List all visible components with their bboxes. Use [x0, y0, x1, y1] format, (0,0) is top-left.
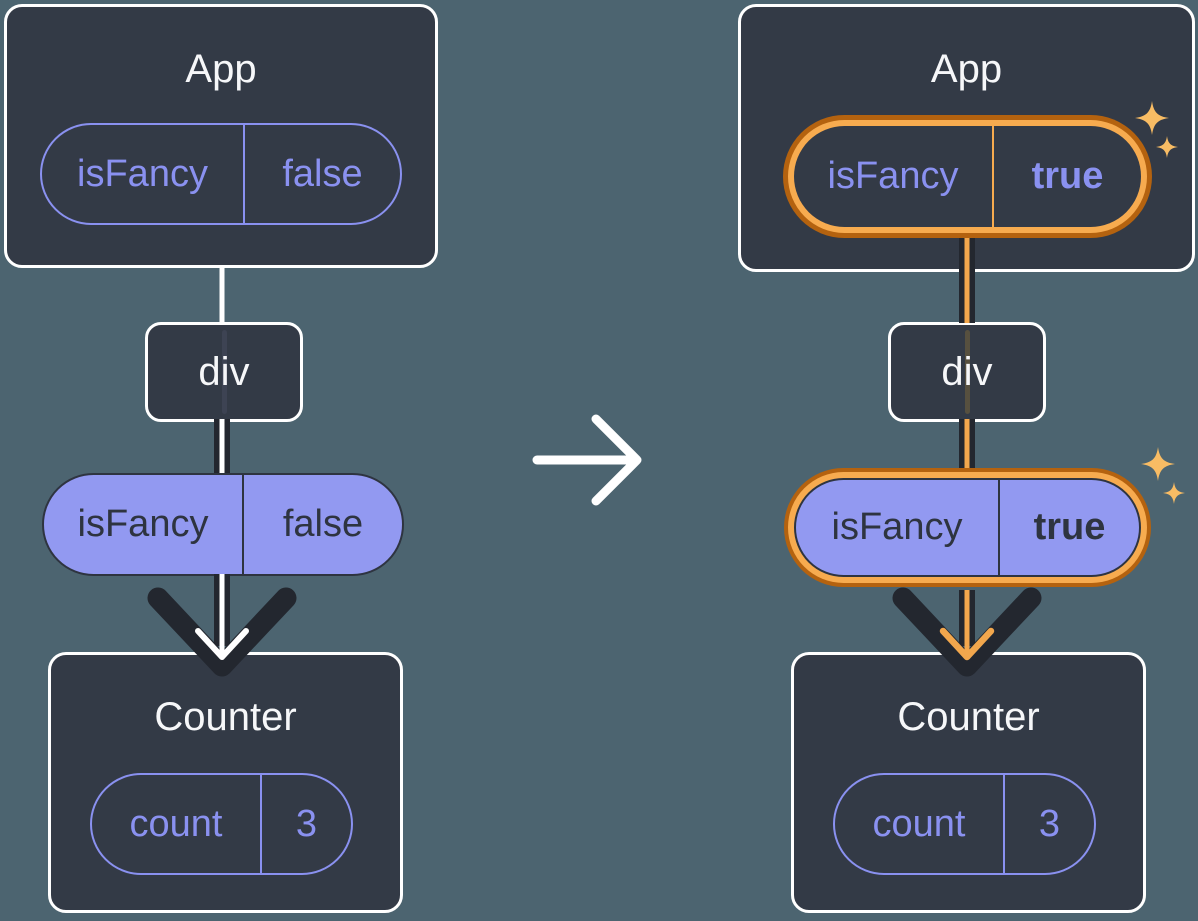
- prop-name: isFancy: [44, 475, 244, 574]
- counter-state-pill-after: count 3: [833, 773, 1096, 875]
- prop-name: isFancy: [796, 480, 1000, 575]
- state-pass-line: [964, 330, 970, 414]
- connector-line: [219, 419, 225, 478]
- state-value: true: [1031, 155, 1104, 197]
- component-title: Counter: [154, 695, 297, 739]
- div-node-box-before: div: [145, 322, 303, 422]
- sparkle-icon: [1163, 482, 1185, 504]
- state-value: false: [282, 152, 363, 195]
- div-node-label: div: [941, 349, 993, 394]
- div-node-box-after: div: [888, 322, 1046, 422]
- div-node-label: div: [198, 349, 250, 394]
- app-state-pill-before: isFancy false: [40, 123, 402, 225]
- state-name: count: [835, 775, 1005, 873]
- state-name: isFancy: [794, 126, 994, 227]
- state-value: 3: [1038, 802, 1061, 845]
- prop-value: false: [282, 503, 364, 545]
- app-state-pill-after: isFancy true: [794, 126, 1141, 227]
- prop-pill-after: isFancy true: [794, 478, 1141, 577]
- connector-line-orange: [964, 419, 970, 479]
- connector-line: [219, 266, 225, 324]
- counter-component-box-before: Counter: [48, 652, 403, 913]
- state-value: 3: [295, 802, 318, 845]
- state-name: isFancy: [42, 125, 245, 223]
- state-name: count: [92, 775, 262, 873]
- counter-state-pill-before: count 3: [90, 773, 353, 875]
- flow-band: [959, 419, 975, 479]
- component-title: App: [185, 47, 257, 91]
- state-pass-line: [221, 330, 227, 414]
- component-title: App: [930, 47, 1003, 91]
- prop-pill-before: isFancy false: [42, 473, 404, 576]
- arrow-right-icon: [532, 414, 642, 506]
- counter-component-box-after: Counter: [791, 652, 1146, 913]
- sparkle-icon: [1141, 447, 1175, 481]
- component-title: Counter: [897, 695, 1040, 739]
- flow-band: [214, 419, 230, 478]
- prop-value: true: [1033, 506, 1106, 548]
